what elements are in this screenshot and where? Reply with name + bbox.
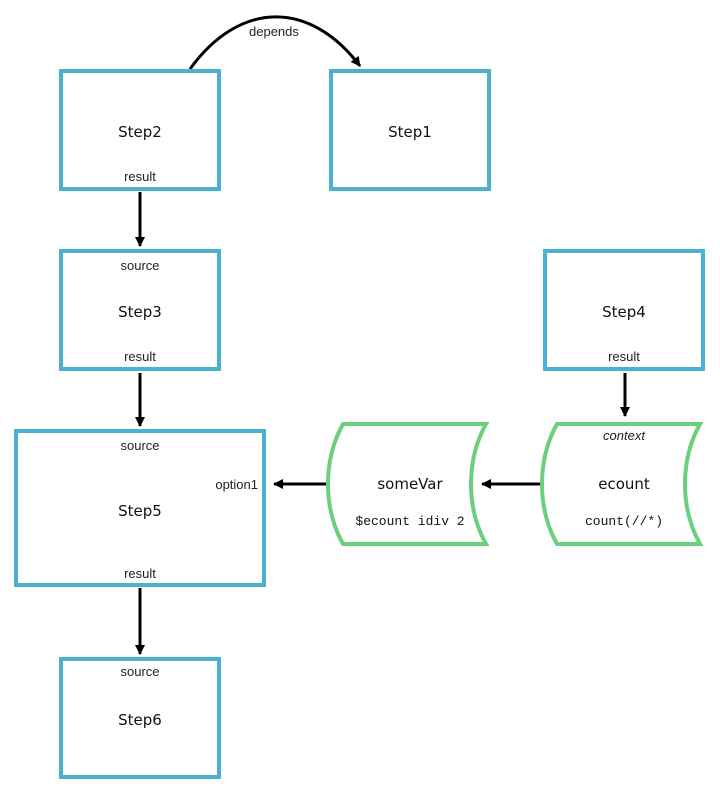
source-port[interactable]: source [120,438,160,453]
result-port[interactable]: result [124,349,156,364]
step-title: Step1 [388,123,432,141]
step-title: Step3 [118,303,162,321]
result-port[interactable]: result [124,169,156,184]
option1-port[interactable]: option1 [215,477,258,492]
depends-label: depends [249,24,299,39]
source-port[interactable]: source [120,258,160,273]
result-port[interactable]: result [124,566,156,581]
step6-node[interactable]: source Step6 [59,657,221,779]
depends-arrow [188,15,362,70]
variable-title: someVar [377,475,443,493]
step-title: Step2 [118,123,162,141]
step-title: Step6 [118,711,162,729]
source-port[interactable]: source [120,664,160,679]
step3-node[interactable]: source Step3 result [59,249,221,371]
variable-shape-ecount [540,422,704,546]
step4-node[interactable]: Step4 result [543,249,705,371]
step-title: Step5 [118,502,162,520]
somevar-node[interactable]: someVar $ecount idiv 2 [330,424,490,544]
variable-shape-somevar [326,422,490,546]
step1-node[interactable]: Step1 [329,69,491,191]
context-port[interactable]: context [603,428,645,443]
step5-node[interactable]: source option1 Step5 result [14,429,266,587]
ecount-node[interactable]: context ecount count(//*) [544,424,704,544]
step2-node[interactable]: Step2 result [59,69,221,191]
result-port[interactable]: result [608,349,640,364]
variable-expression: count(//*) [584,514,663,529]
variable-expression: $ecount idiv 2 [355,514,465,529]
step-title: Step4 [602,303,646,321]
variable-title: ecount [598,475,650,493]
